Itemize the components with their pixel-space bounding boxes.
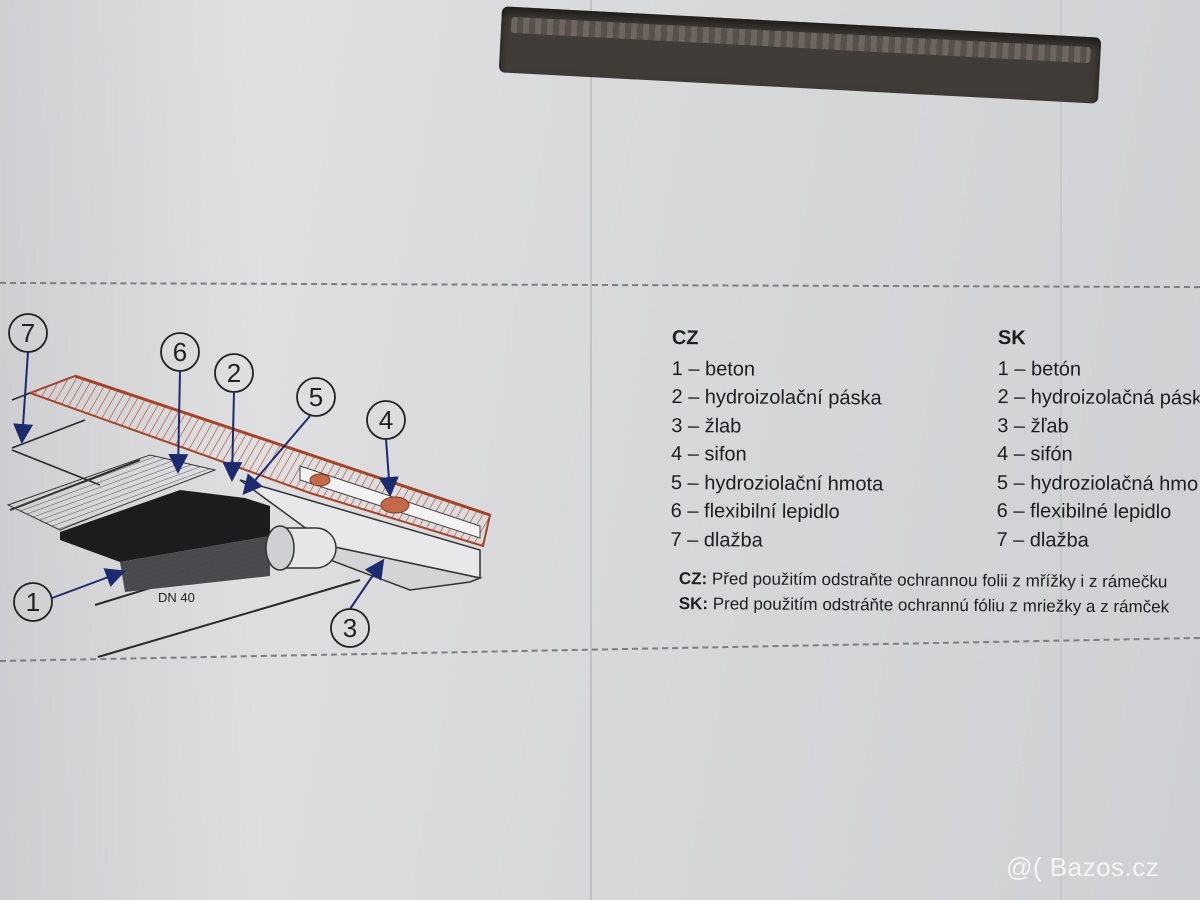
concrete-edge-line [97,579,361,658]
note-sk-text: Pred použitím odstráňte ochrannú fóliu z… [712,594,1170,617]
legend-sk-item: 1 – betón [997,357,1082,381]
svg-text:7: 7 [21,318,35,348]
concrete-block-texture [120,536,270,592]
legend-cz-item: 6 – flexibilní lepidlo [670,499,840,524]
callout-5: 5 [242,377,336,496]
callout-1: 1 [13,568,126,622]
callout-7: 7 [8,313,48,444]
callout-3: 3 [330,558,385,648]
legend-sk-item: 7 – dlažba [996,528,1089,552]
legend-cz-header: CZ [671,326,699,350]
legend-sk-item: 4 – sifón [997,442,1073,466]
callout-4: 4 [366,400,406,497]
svg-text:6: 6 [173,337,187,367]
note-sk-label: SK: [678,593,709,614]
callout-2: 2 [214,353,254,482]
svg-text:4: 4 [379,405,393,435]
svg-text:3: 3 [343,613,357,643]
callout-6: 6 [160,332,200,474]
adhesive-layer [6,454,217,531]
legend-cz-item: 4 – sifon [671,442,747,466]
note-cz-label: CZ: [678,568,708,589]
svg-text:5: 5 [309,382,323,412]
drain-installation-diagram: 7 6 2 5 4 1 3 DN 40 [6,313,492,658]
legend-sk-item: 6 – flexibilné lepidlo [996,499,1172,524]
legend-cz-item: 5 – hydroziolační hmota [670,471,884,495]
box-fold-line [1060,0,1062,900]
legend-cz-item: 7 – dlažba [670,528,763,552]
legend-cz: CZ 1 – beton 2 – hydroizolační páska 3 –… [670,324,884,555]
legend-cz-item: 1 – beton [671,357,756,381]
protective-film-notes: CZ: Před použitím odstraňte ochrannou fo… [679,566,1200,620]
legend-sk-item: 2 – hydroizolačná pásk [997,385,1200,410]
legend-sk-item: 5 – hydroziolačná hmo [996,471,1199,495]
sealant-bead [309,473,331,487]
tile-left-edge [11,392,31,401]
svg-text:1: 1 [26,587,40,617]
legend-sk: SK 1 – betón 2 – hydroizolačná pásk 3 – … [996,324,1200,555]
tile-layer-edge [74,374,491,517]
legend-cz-item: 3 – žlab [671,414,742,437]
pipe-size-label: DN 40 [158,590,195,605]
note-cz-text: Před použitím odstraňte ochrannou folii … [711,569,1168,592]
box-fold-line [590,0,592,900]
legend-sk-header: SK [997,326,1026,350]
waterproof-tape [60,490,270,562]
watermark: @( Bazos.cz [1006,852,1160,882]
svg-text:2: 2 [227,358,241,388]
legend-sk-item: 3 – žľab [997,414,1069,437]
siphon-pipe-end [265,525,295,571]
legend-cz-item: 2 – hydroizolační páska [671,385,882,410]
sealant-bead [380,496,410,514]
note-cz: CZ: Před použitím odstraňte ochrannou fo… [679,566,1200,595]
note-sk: SK: Pred použitím odstráňte ochrannú fól… [679,591,1200,620]
